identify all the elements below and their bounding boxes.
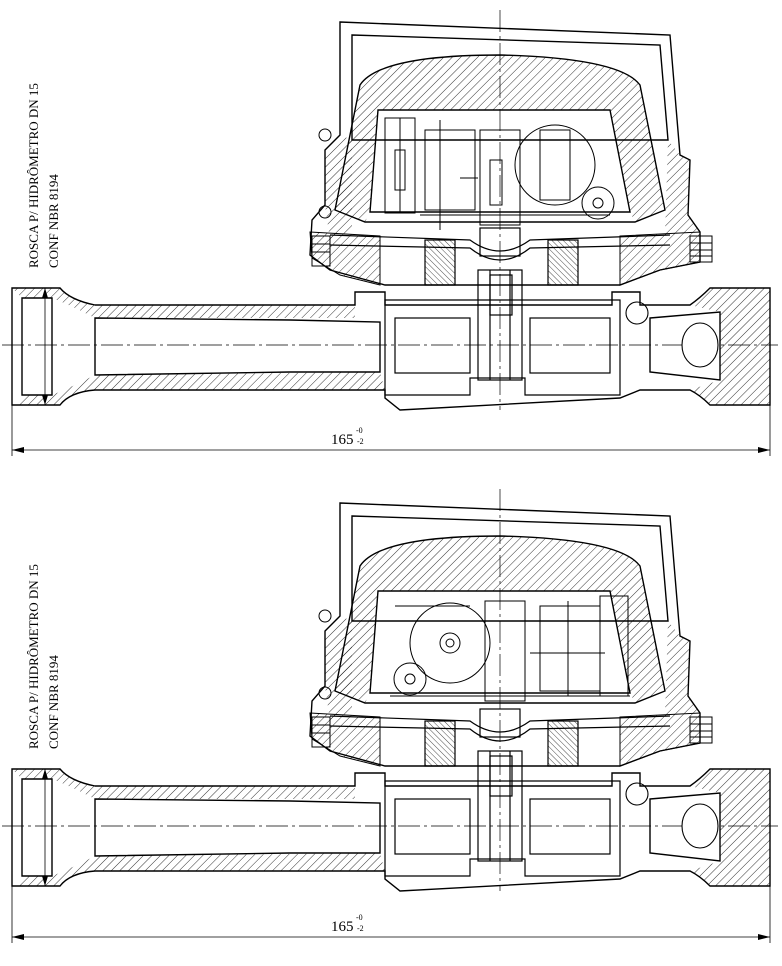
outlet-bore	[681, 322, 719, 368]
housing-hatch-left	[325, 135, 352, 240]
flange-hatch-left	[309, 231, 381, 286]
length-dimension-value: 165	[331, 919, 354, 935]
length-tolerance-upper: -0	[356, 426, 363, 435]
right-magnet-hatch	[548, 240, 578, 285]
housing-hatch-right	[665, 621, 700, 716]
housing-hatch-left	[325, 616, 352, 721]
housing-hatch-right	[665, 140, 700, 235]
housing-hatch-cap	[335, 55, 665, 222]
length-tolerance-lower: -2	[357, 924, 364, 933]
flange-hatch-right	[619, 231, 701, 286]
outlet-bore	[681, 803, 719, 849]
side-label-thread: ROSCA P/ HIDRÔMETRO DN 15	[26, 83, 41, 268]
meter-section-svg-1: ROSCA P/ HIDRÔMETRO DN 15 CONF NBR 8194	[2, 10, 778, 456]
pipe-wall-hatch-lower	[12, 372, 385, 405]
outlet-hatch	[690, 769, 770, 886]
meter-section-svg-2: ROSCA P/ HIDRÔMETRO DN 15 CONF NBR 8194	[2, 489, 778, 943]
length-arrow-left	[12, 447, 24, 453]
side-label-thread: ROSCA P/ HIDRÔMETRO DN 15	[26, 564, 41, 749]
length-arrow-right	[758, 447, 770, 453]
length-dimension-value: 165	[331, 432, 354, 448]
pipe-wall-hatch-lower	[12, 853, 385, 886]
seal-bolts-left	[311, 609, 332, 748]
outlet-hatch	[690, 288, 770, 405]
right-magnet-hatch	[548, 721, 578, 766]
length-tolerance-lower: -2	[357, 437, 364, 446]
gear-train	[384, 117, 615, 230]
flange-hatch-left	[309, 712, 381, 767]
side-label-standard: CONF NBR 8194	[46, 655, 61, 749]
length-tolerance-upper: -0	[356, 913, 363, 922]
seal-bolts-left	[311, 128, 332, 267]
meter-section-drawing-2: ROSCA P/ HIDRÔMETRO DN 15 CONF NBR 8194	[0, 481, 782, 961]
thread-arrow-top	[42, 288, 48, 298]
thread-arrow-top	[42, 769, 48, 779]
thread-arrow-bottom	[42, 395, 48, 405]
left-magnet-hatch	[425, 721, 455, 766]
seal-bolts-right	[689, 716, 713, 744]
meter-section-drawing-1: ROSCA P/ HIDRÔMETRO DN 15 CONF NBR 8194	[0, 0, 782, 480]
outlet-screw-circle	[625, 301, 649, 325]
length-arrow-right	[758, 934, 770, 940]
gear-train	[390, 595, 630, 702]
seal-bolts-right	[689, 235, 713, 263]
left-magnet-hatch	[425, 240, 455, 285]
side-label-standard: CONF NBR 8194	[46, 174, 61, 268]
length-arrow-left	[12, 934, 24, 940]
pipe-wall-hatch-upper	[12, 288, 355, 318]
flange-hatch-right	[619, 712, 701, 767]
measuring-chamber	[384, 269, 621, 396]
housing-hatch-cap	[335, 536, 665, 703]
outlet-screw-circle	[625, 782, 649, 806]
measuring-chamber	[384, 750, 621, 877]
pipe-wall-hatch-upper	[12, 769, 355, 799]
thread-arrow-bottom	[42, 876, 48, 886]
